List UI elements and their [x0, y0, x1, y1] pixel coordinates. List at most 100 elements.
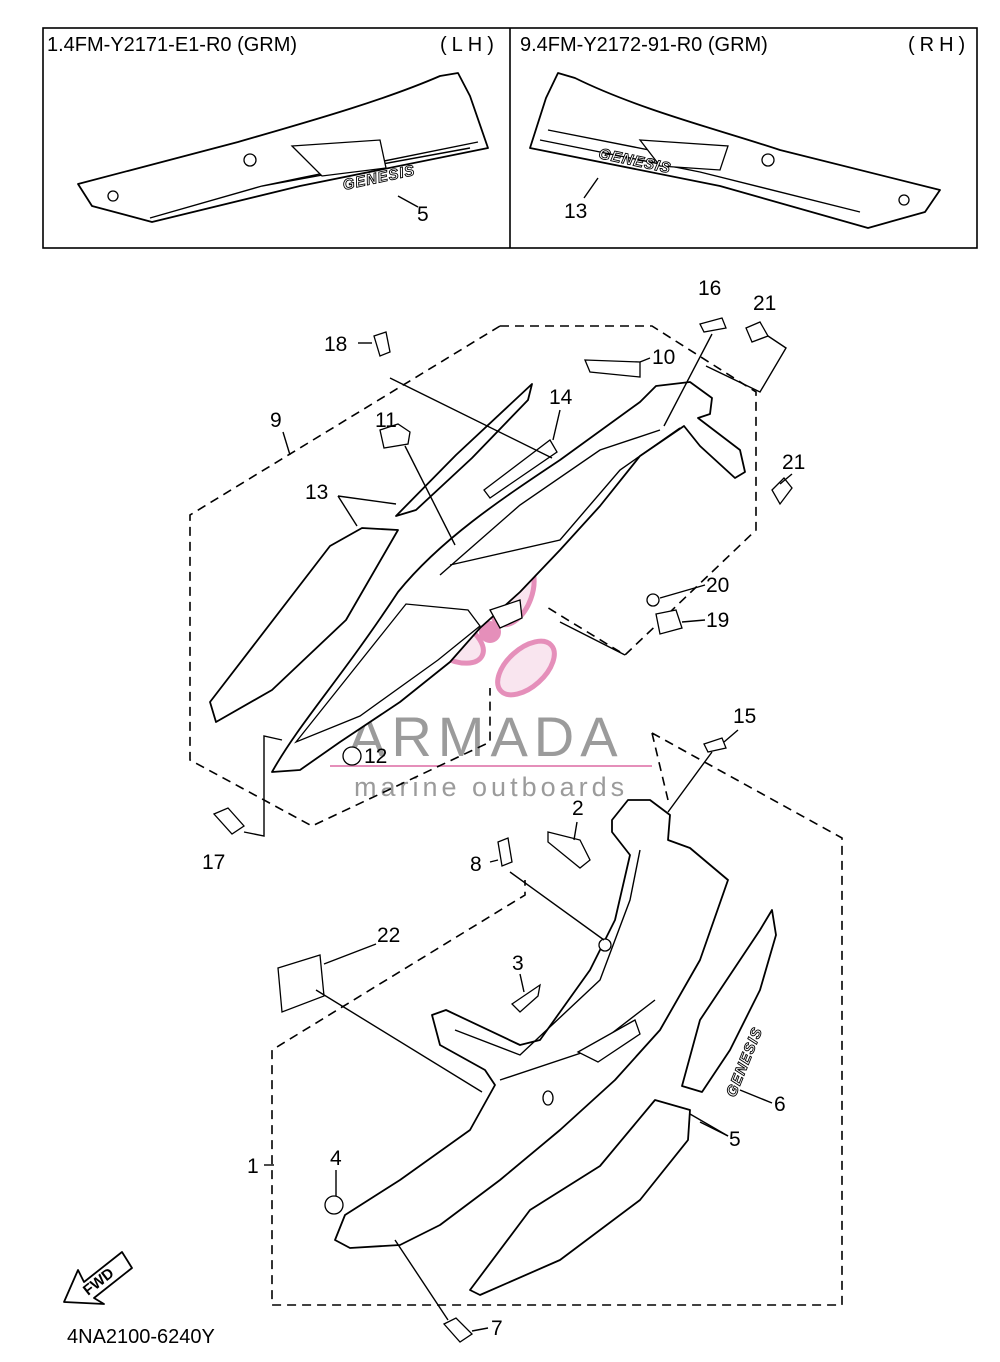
leader-8 — [489, 859, 499, 863]
callout-9: 9 — [270, 409, 282, 432]
part-16-pad — [699, 317, 727, 333]
lh-decal-hole-front — [243, 153, 257, 167]
lh-decal-stripe — [149, 141, 479, 219]
callout-3: 3 — [512, 952, 524, 975]
leader-13-a — [337, 495, 397, 505]
callout-4: 4 — [330, 1147, 342, 1170]
callout-21-top: 21 — [753, 292, 776, 315]
part-9-boundary — [189, 325, 757, 827]
lh-decal-window — [290, 139, 387, 177]
part-1-boundary — [271, 732, 843, 1306]
leader-19-path — [559, 621, 626, 656]
part-21-screw-side — [771, 477, 793, 506]
part-13-upper-stripe — [395, 383, 533, 517]
part-11-pad — [379, 423, 411, 449]
callout-18: 18 — [324, 333, 347, 356]
callout-7: 7 — [491, 1317, 503, 1340]
leader-6 — [739, 1089, 773, 1104]
leader-14 — [552, 409, 561, 441]
part-10-emblem — [584, 359, 641, 378]
leader-10 — [639, 357, 651, 363]
callout-21-side: 21 — [782, 451, 805, 474]
leader-13-b — [337, 495, 358, 527]
callout-5: 5 — [729, 1128, 741, 1151]
part-5-lower-decal — [469, 1099, 691, 1296]
leader-19 — [681, 619, 706, 623]
part-1-side-cover — [334, 799, 729, 1249]
rh-decal-outline — [529, 72, 941, 229]
callout-11: 11 — [375, 409, 397, 432]
forward-arrow-icon: FWD — [63, 1251, 133, 1305]
lh-decal-graphic: GENESIS 5 — [77, 72, 489, 226]
rh-decal-hole-front — [761, 153, 775, 167]
callout-20: 20 — [706, 574, 729, 597]
propeller-blade-right — [495, 638, 557, 698]
rh-decal-hole-rear — [898, 194, 910, 206]
part-4-nut — [324, 1195, 344, 1215]
forward-arrow-shape — [63, 1251, 133, 1305]
callout-10: 10 — [652, 346, 675, 369]
callout-13: 13 — [305, 481, 328, 504]
diagram-code: 4NA2100-6240Y — [67, 1326, 215, 1348]
part-18-screw — [373, 331, 391, 357]
lh-callout-5-leader — [397, 195, 419, 208]
lh-decal-outline — [77, 72, 489, 223]
callout-22: 22 — [377, 924, 400, 947]
variant-box: 1.4FM-Y2171-E1-R0 (GRM) (LH) 9.4FM-Y2172… — [42, 27, 978, 249]
part-21-screw-top — [745, 321, 769, 343]
rh-side-label: (RH) — [908, 34, 970, 56]
part-22-label — [277, 954, 325, 1013]
leader-22-path — [315, 989, 483, 1093]
rh-callout-13-leader — [583, 177, 599, 199]
lh-part-code: 1.4FM-Y2171-E1-R0 (GRM) — [47, 34, 297, 56]
propeller-hub — [479, 621, 501, 643]
part-9-window — [293, 603, 481, 744]
upper-assembly: 16 21 18 10 14 9 11 21 13 20 19 12 17 — [189, 277, 805, 874]
part-8-screw — [497, 837, 513, 867]
part-19-clip — [655, 609, 683, 635]
leader-15-path — [667, 751, 713, 813]
callout-17: 17 — [202, 851, 225, 874]
callout-12: 12 — [364, 745, 387, 768]
lh-side-label: (LH) — [440, 34, 499, 56]
watermark-brand: ARMADA — [348, 705, 624, 768]
part-1-recess — [576, 1019, 641, 1063]
leader-15 — [723, 729, 739, 743]
rh-part-code: 9.4FM-Y2172-91-R0 (GRM) — [520, 34, 768, 56]
leader-20 — [659, 584, 706, 599]
leader-7-path — [394, 1239, 449, 1321]
callout-1: 1 — [247, 1155, 259, 1178]
leader-2 — [573, 821, 578, 841]
part-13-side-stripe — [209, 527, 399, 723]
part-1-hole — [542, 1090, 554, 1106]
callout-14: 14 — [549, 386, 573, 409]
part-9-mount-tab — [489, 599, 523, 629]
lh-decal-hole-rear — [107, 190, 119, 202]
leader-22 — [323, 943, 377, 965]
leader-3 — [519, 973, 525, 993]
callout-8: 8 — [470, 853, 482, 876]
callout-2: 2 — [572, 797, 584, 820]
leader-17 — [243, 735, 283, 837]
rh-decal-window — [638, 139, 729, 171]
leader-21-side — [779, 473, 793, 485]
leader-9 — [282, 431, 291, 456]
part-17-bolt — [212, 807, 245, 835]
leader-5-b — [699, 1121, 729, 1137]
callout-15: 15 — [733, 705, 756, 728]
part-15-pad — [703, 737, 727, 753]
part-20-screw — [646, 593, 660, 607]
part-14-emblem — [483, 439, 558, 499]
part-3-pad — [510, 983, 541, 1013]
leader-11 — [404, 445, 456, 546]
leader-7 — [471, 1327, 489, 1332]
part-7-bolt — [442, 1317, 474, 1343]
callout-16: 16 — [698, 277, 721, 300]
callout-19: 19 — [706, 609, 729, 632]
part-6-emblem-decal — [681, 909, 777, 1093]
part-9-inner-edge — [439, 427, 681, 576]
leader-18-path — [389, 377, 553, 459]
rh-decal-graphic: GENESIS 13 — [529, 72, 941, 229]
callout-5-lh: 5 — [417, 203, 429, 226]
